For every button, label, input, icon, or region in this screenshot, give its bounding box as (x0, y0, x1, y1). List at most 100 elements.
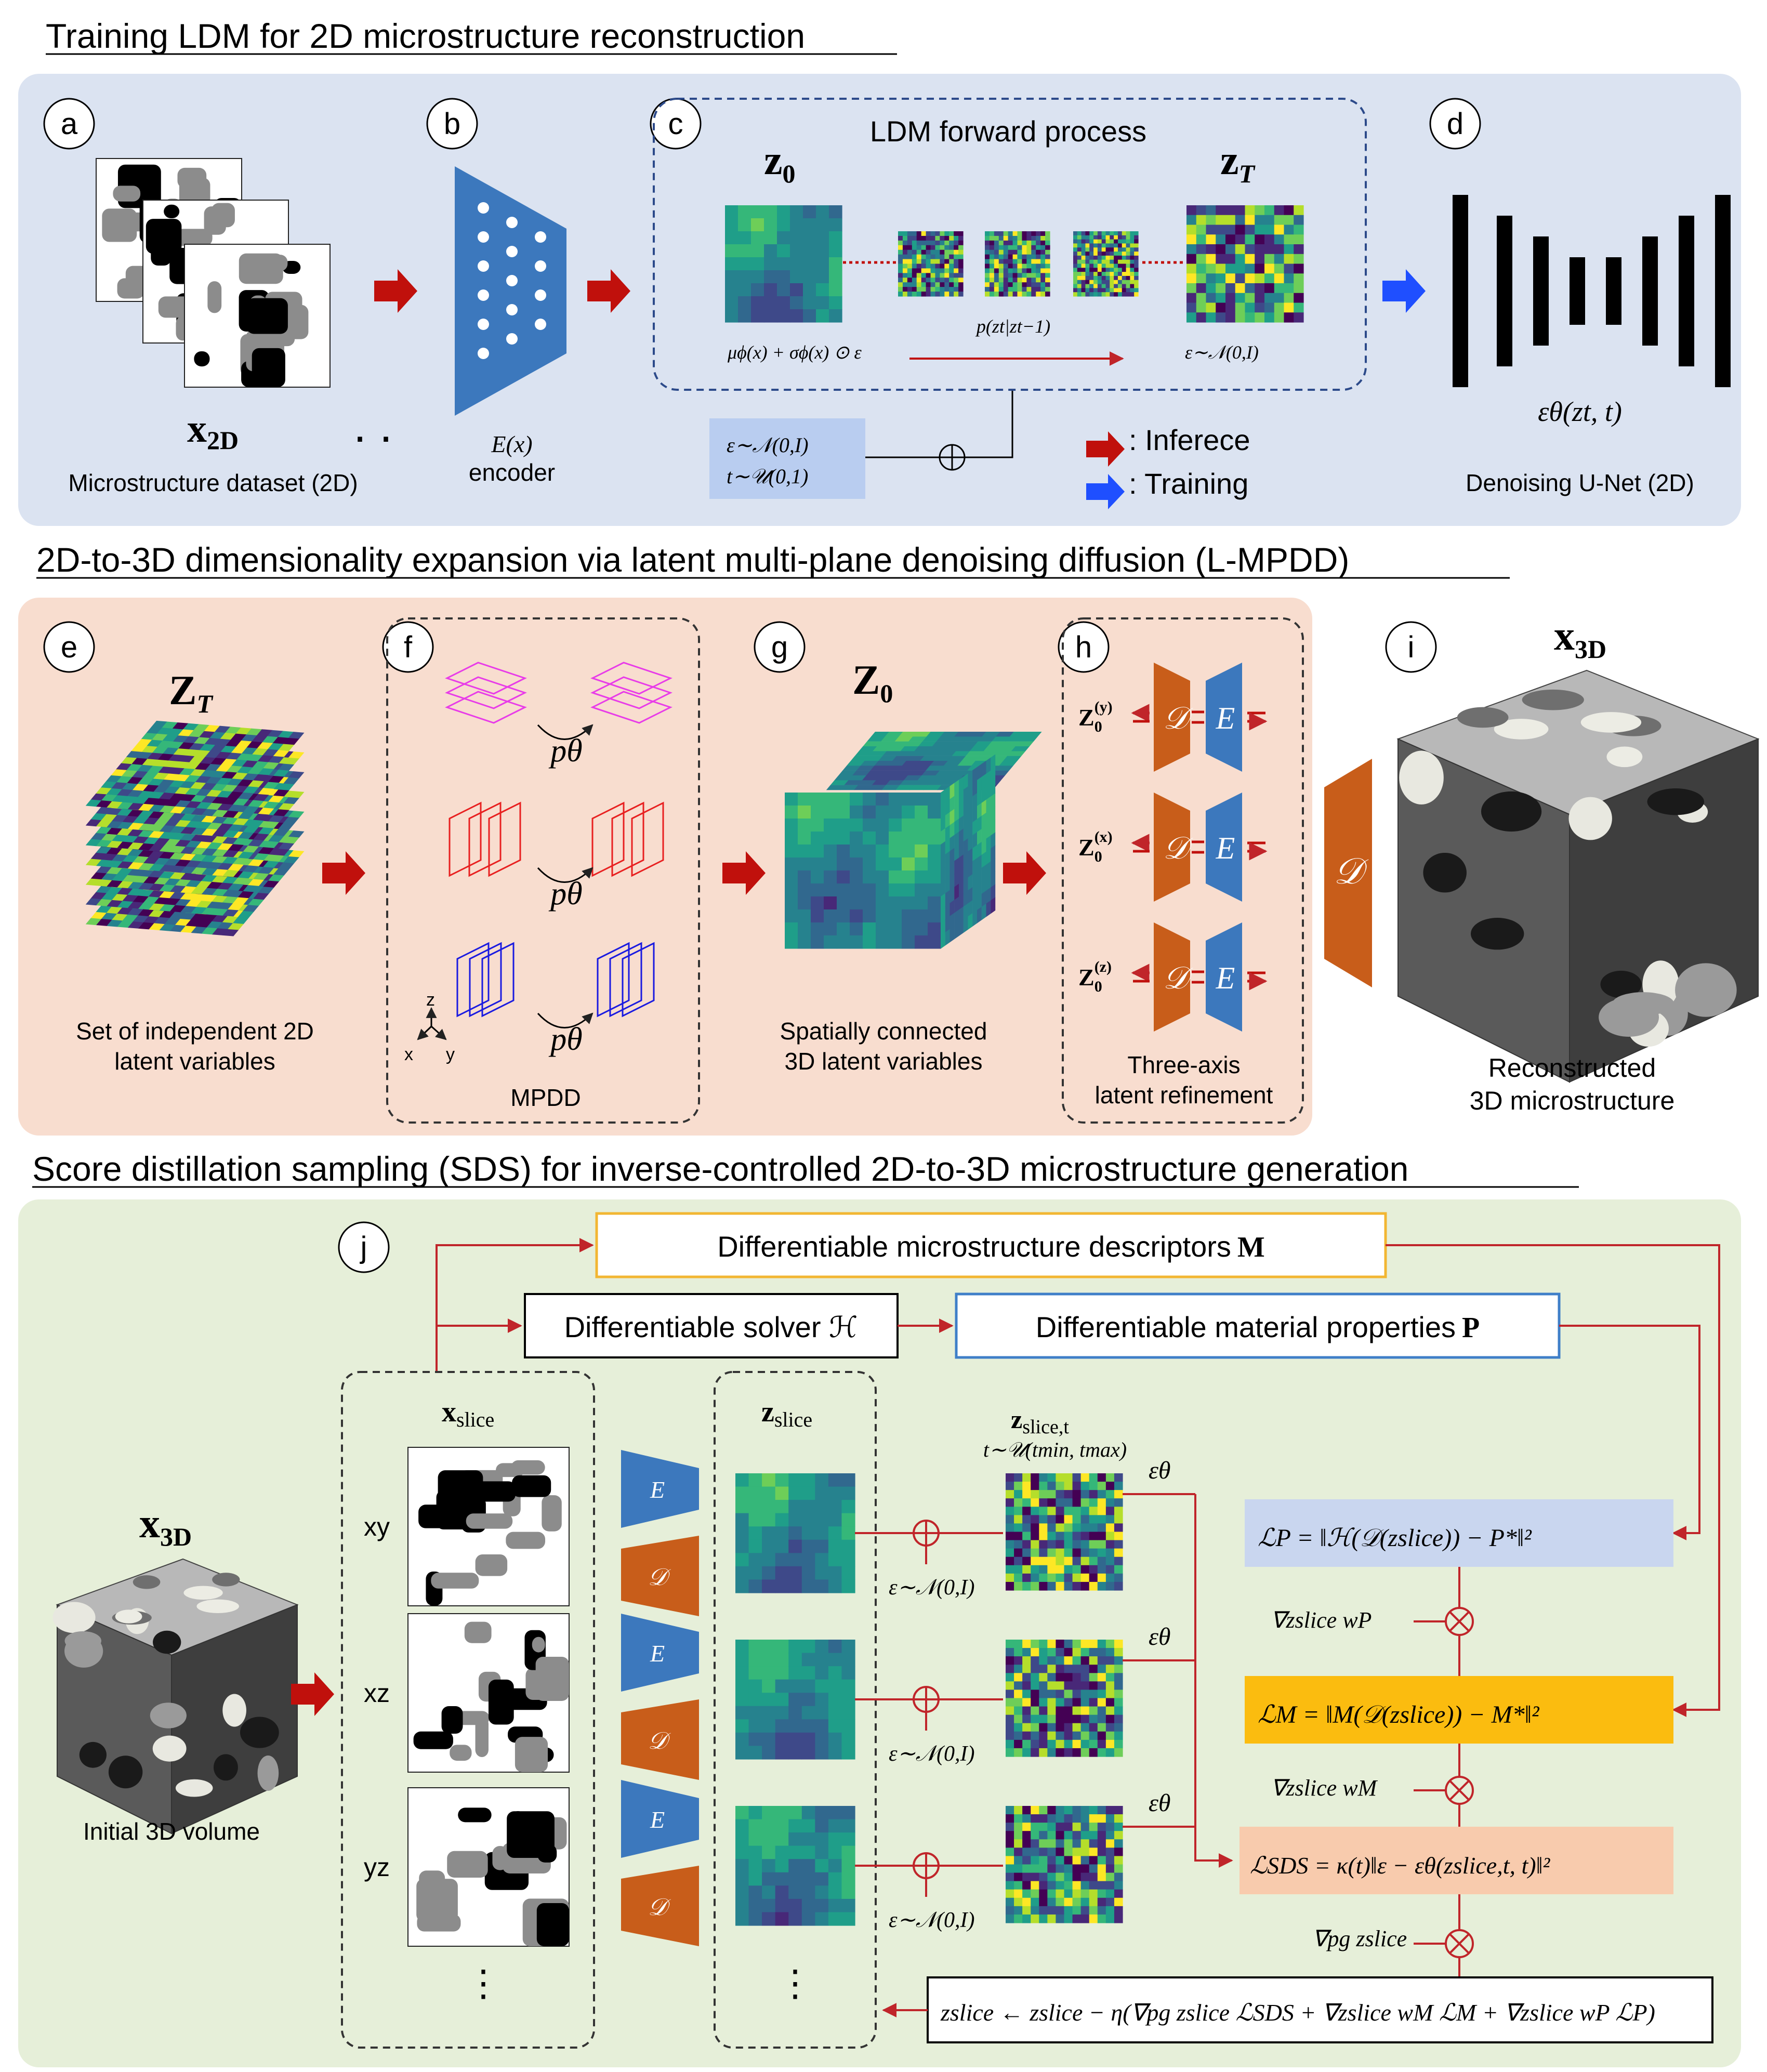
panel-letter: b (444, 107, 460, 141)
multiply-nodes (1414, 1607, 1474, 1958)
cube-blob (1600, 970, 1642, 998)
latent-z0 (725, 205, 842, 323)
mpdd-plane (622, 942, 655, 1018)
forward-title: LDM forward process (870, 115, 1146, 148)
panel-letter-circle (1429, 98, 1481, 150)
dataset-caption: Microstructure dataset (2D) (68, 469, 358, 496)
refine-label: Z0(z) (1078, 958, 1112, 995)
Z0-caption-2: 3D latent variables (785, 1048, 983, 1075)
neuron-dot (478, 289, 489, 301)
red-arrow (322, 851, 365, 895)
decoder-trapezoid (1154, 922, 1190, 1032)
mpdd-plane (590, 691, 672, 724)
zT-formula: ε∼𝒩(0,I) (1185, 342, 1259, 363)
zslice-t-symbol: zslice,t (1011, 1405, 1069, 1438)
latent-cube (785, 731, 1042, 949)
initial-cube (52, 1558, 299, 1835)
unet-bar (1715, 195, 1731, 387)
legend-inference: : Inferece (1129, 424, 1250, 456)
noise-label: ε∼𝒩(0,I) (889, 1908, 974, 1932)
neuron-dot (506, 333, 518, 345)
zslice-box (714, 1371, 877, 2049)
p-theta: pθ (548, 876, 582, 912)
cube-blob (79, 1741, 107, 1768)
cube-face (941, 754, 996, 949)
cube-face (785, 793, 941, 949)
mpdd-plane (631, 801, 664, 877)
latent-zT (1186, 205, 1304, 323)
red-arrow (1003, 851, 1046, 895)
noise-box-2: t∼𝒰(0,1) (727, 465, 808, 488)
plane-label: xz (364, 1679, 390, 1708)
refine-label: Z0(y) (1078, 698, 1113, 735)
update-rule: zslice ← zslice − η(∇pg zslice ℒSDS + ∇z… (940, 1999, 1655, 2026)
mpdd-plane (597, 942, 630, 1018)
panel-letter-circle (338, 1221, 390, 1273)
cube-blob (1675, 963, 1737, 1017)
mpdd-plane (591, 801, 625, 877)
loss-P: ℒP = ‖ℋ(𝒟(zslice)) − P*‖² (1258, 1524, 1532, 1552)
panel-letter-circle (382, 621, 434, 673)
unet-bars (1453, 195, 1731, 387)
mpdd-plane (449, 801, 482, 877)
cube-blob (240, 1717, 279, 1748)
legend-red-arrow-icon (1086, 431, 1125, 467)
blue-arrow (1382, 269, 1426, 313)
panel-letter: j (360, 1231, 367, 1264)
x3d-init-symbol: x3D (139, 1501, 192, 1551)
svg-text:x: x (404, 1045, 413, 1064)
recon-caption-2: 3D microstructure (1470, 1086, 1675, 1115)
decoder-trapezoid (621, 1699, 699, 1780)
eps-theta: εθ (1149, 1457, 1171, 1484)
latent-slice (735, 1640, 855, 1760)
neuron-dot (535, 260, 546, 272)
noise-label: ε∼𝒩(0,I) (889, 1742, 974, 1766)
red-arrow (722, 851, 766, 895)
legend-training: : Training (1129, 467, 1248, 500)
cube-blob (1423, 852, 1467, 893)
svg-text:y: y (446, 1045, 455, 1064)
mpdd-plane (590, 676, 672, 709)
latent-layer (85, 720, 305, 818)
noisy-latents (1006, 1473, 1123, 1923)
microstructure-stack (96, 158, 331, 388)
cube-blob (115, 1609, 142, 1624)
latent-noisy (1073, 231, 1139, 297)
x2d-symbol: x2D (187, 407, 239, 455)
decoder-trapezoid (1154, 793, 1190, 902)
mpdd-plane (488, 801, 521, 877)
cube-blob (1647, 788, 1705, 815)
cube-side (941, 754, 996, 949)
descriptors-label: Differentiable microstructure descriptor… (717, 1230, 1265, 1263)
cube-blob (1481, 791, 1542, 832)
encoder-trapezoid (621, 1780, 699, 1858)
unet-formula: εθ(zt, t) (1538, 396, 1622, 427)
encoder-symbol: E (650, 1476, 665, 1503)
encoder-neurons (478, 202, 546, 359)
refine-caption-2: latent refinement (1095, 1081, 1273, 1108)
encoder-trapezoid (1206, 793, 1242, 902)
p-theta: pθ (548, 1022, 582, 1057)
solver-box (524, 1293, 899, 1358)
section-title-bottom: Score distillation sampling (SDS) for in… (32, 1150, 1408, 1188)
panel-letter-circle (426, 98, 478, 150)
z0-formula: μϕ(x) + σϕ(x) ⊙ ε (727, 342, 862, 363)
grad-SDS: ∇pg zslice (1312, 1926, 1407, 1951)
descriptors-box (595, 1212, 1387, 1278)
cube-blob (152, 1735, 187, 1762)
encoder-symbol: E (650, 1640, 665, 1667)
cube-blob (1612, 992, 1674, 1015)
panel-letter: f (404, 630, 413, 664)
z0-symbol: z0 (764, 138, 796, 188)
slice-image (407, 1613, 570, 1773)
neuron-dot (506, 217, 518, 228)
neuron-dot (535, 289, 546, 301)
unet-bar (1606, 257, 1621, 325)
latent-slice (735, 1473, 855, 1593)
loss-P-box (1245, 1499, 1673, 1567)
